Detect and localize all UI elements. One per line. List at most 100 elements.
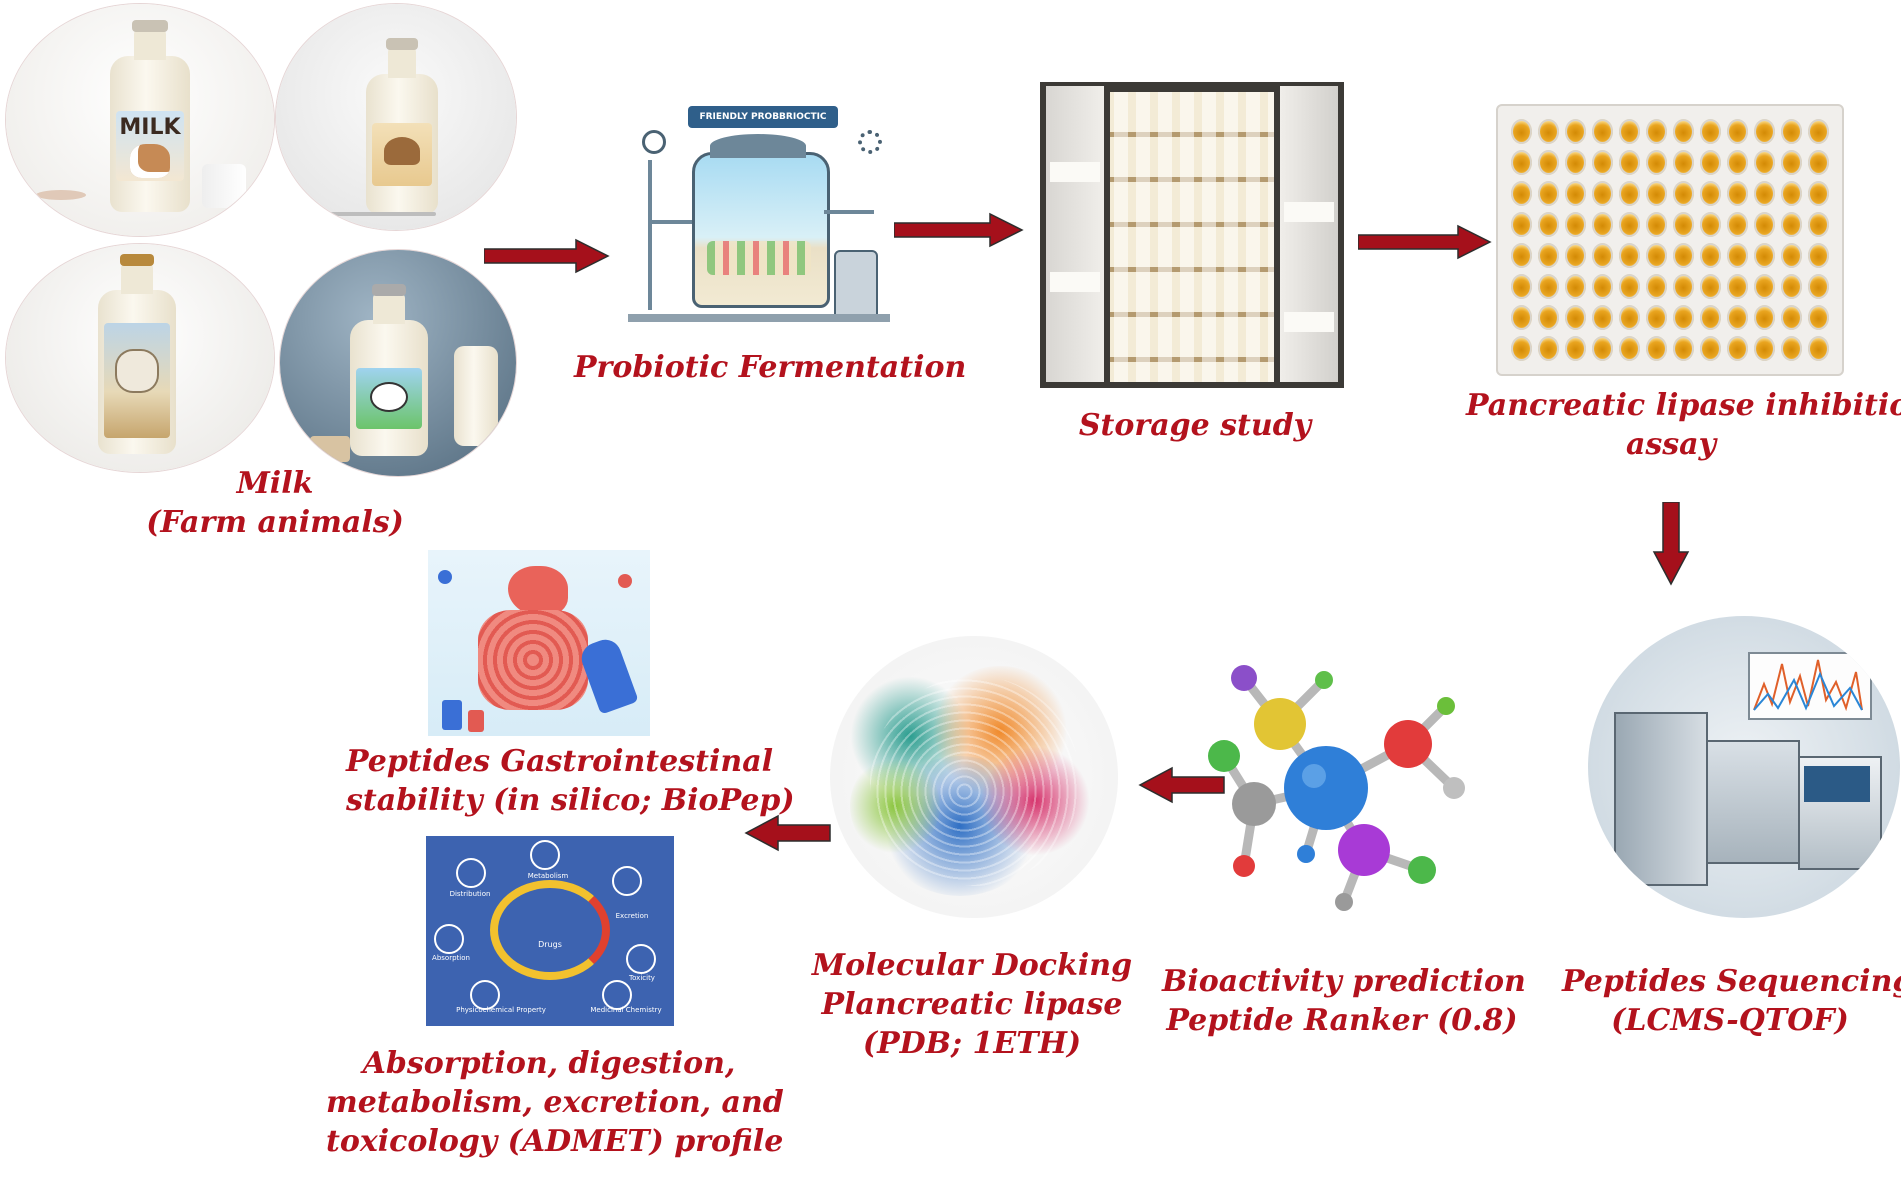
fermenter-tank: [692, 152, 830, 308]
well: [1781, 336, 1802, 361]
bioactivity-label-line2: Peptide Ranker (0.8): [1166, 1003, 1518, 1038]
well: [1754, 243, 1775, 268]
well: [1646, 181, 1667, 206]
well: [1619, 150, 1640, 175]
well: [1754, 181, 1775, 206]
well: [1646, 305, 1667, 330]
admet-label-line3: toxicology (ADMET) profile: [326, 1124, 784, 1159]
well: [1619, 243, 1640, 268]
well: [1538, 274, 1559, 299]
well: [1673, 243, 1694, 268]
well: [1808, 212, 1829, 237]
well: [1592, 150, 1613, 175]
lipase-assay-label-line1: Pancreatic lipase inhibition: [1466, 388, 1901, 423]
well: [1592, 212, 1613, 237]
goat-milk-image: [6, 244, 274, 472]
admet-label-line2: metabolism, excretion, and: [326, 1085, 784, 1120]
fermentation-label-text: Probiotic Fermentation: [574, 350, 967, 385]
camel-icon: [383, 137, 420, 165]
well: [1538, 150, 1559, 175]
well: [1673, 212, 1694, 237]
cow-icon: [129, 143, 170, 178]
arrow-bioactivity-to-docking: [1138, 766, 1225, 804]
arrow-storage-to-assay: [1358, 224, 1492, 260]
sheep-milk-image: [280, 250, 516, 476]
well: [1646, 212, 1667, 237]
well: [1781, 274, 1802, 299]
arrow-milk-to-fermentation: [484, 238, 610, 274]
well: [1592, 336, 1613, 361]
well: [1565, 305, 1586, 330]
admet-item-medicinal-chemistry: Medicinal Chemistry: [590, 1006, 662, 1014]
cow-milk-image: MILK: [6, 4, 274, 236]
spectrum-chart-icon: [1748, 652, 1872, 720]
well: [1646, 243, 1667, 268]
admet-ring: [490, 880, 610, 980]
well: [1700, 243, 1721, 268]
lipase-assay-label-line2: assay: [1625, 427, 1717, 462]
gi-stability-label-line1: Peptides Gastrointestinal: [346, 744, 774, 779]
well: [1565, 243, 1586, 268]
well: [1673, 150, 1694, 175]
well: [1673, 274, 1694, 299]
well: [1700, 274, 1721, 299]
storage-label: Storage study: [1020, 406, 1370, 445]
docking-label-line3: (PDB; 1ETH): [862, 1026, 1082, 1061]
well: [1538, 243, 1559, 268]
well: [1754, 150, 1775, 175]
well: [1727, 181, 1748, 206]
docking-label-line1: Molecular Docking: [811, 948, 1133, 983]
well: [1511, 150, 1532, 175]
well: [1538, 212, 1559, 237]
fermentation-banner: FRIENDLY PROBBRIOCTIC: [688, 106, 838, 128]
goat-icon: [116, 350, 157, 391]
well: [1538, 336, 1559, 361]
well: [1781, 119, 1802, 144]
gi-stability-label: Peptides Gastrointestinal stability (in …: [346, 742, 795, 820]
well: [1511, 119, 1532, 144]
admet-item-metabolism: Metabolism: [527, 872, 569, 880]
well: [1538, 305, 1559, 330]
well: [1592, 119, 1613, 144]
well: [1511, 305, 1532, 330]
well: [1781, 305, 1802, 330]
well: [1700, 212, 1721, 237]
sheep-icon: [371, 383, 406, 410]
milk-label-line2: (Farm animals): [146, 505, 404, 540]
well: [1619, 274, 1640, 299]
well: [1754, 274, 1775, 299]
sequencing-label-line2: (LCMS-QTOF): [1611, 1003, 1849, 1038]
intestine-icon: [478, 610, 588, 710]
milk-label: Milk (Farm animals): [90, 464, 460, 542]
well: [1538, 181, 1559, 206]
well: [1592, 243, 1613, 268]
well: [1808, 336, 1829, 361]
camel-milk-image: [276, 4, 516, 230]
well: [1619, 305, 1640, 330]
hand-icon: [577, 635, 639, 715]
fermentation-illustration: FRIENDLY PROBBRIOCTIC: [628, 100, 890, 332]
well: [1727, 243, 1748, 268]
admet-label-line1: Absorption, digestion,: [362, 1046, 736, 1081]
well: [1592, 305, 1613, 330]
well: [1700, 305, 1721, 330]
admet-item-physicochemical: Physicochemical Property: [456, 1006, 546, 1014]
well-plate-image: [1496, 104, 1844, 376]
molecule-illustration: [1208, 665, 1465, 911]
well: [1754, 336, 1775, 361]
lipase-assay-label: Pancreatic lipase inhibition assay: [1466, 386, 1901, 464]
well: [1754, 119, 1775, 144]
gear-icon: [858, 130, 882, 154]
well: [1673, 336, 1694, 361]
well: [1781, 181, 1802, 206]
well: [1700, 181, 1721, 206]
well: [1781, 212, 1802, 237]
gauge-icon: [642, 130, 666, 154]
bioactivity-label-line1: Bioactivity prediction: [1162, 964, 1526, 999]
storage-label-text: Storage study: [1078, 408, 1312, 443]
admet-item-distribution: Distribution: [449, 890, 491, 898]
well: [1646, 274, 1667, 299]
storage-fridge-image: [1040, 82, 1344, 388]
sequencing-label: Peptides Sequencing (LCMS-QTOF): [1562, 962, 1901, 1040]
